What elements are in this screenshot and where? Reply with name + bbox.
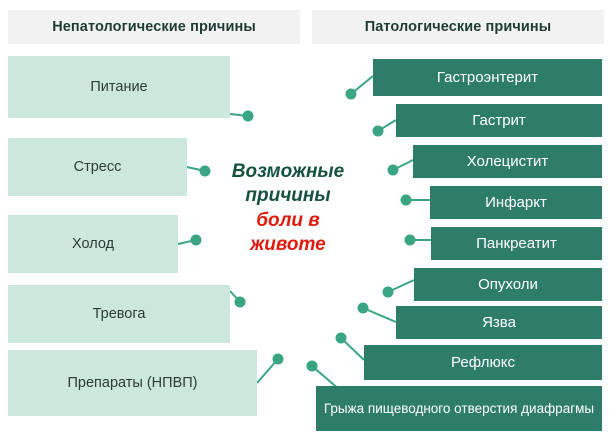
- pathological-box[interactable]: Гастрит: [396, 104, 602, 137]
- nonpathological-box[interactable]: Тревога: [8, 285, 230, 343]
- pathological-box[interactable]: Панкреатит: [431, 227, 602, 260]
- pathological-box[interactable]: Язва: [396, 306, 602, 339]
- connector-dot: [190, 234, 202, 246]
- connector-line: [229, 290, 241, 303]
- pathological-box-label: Холецистит: [466, 152, 549, 170]
- column-header-nonpathological: Непатологические причины: [8, 10, 300, 44]
- connector-line: [362, 307, 397, 323]
- connector-line: [177, 239, 197, 245]
- nonpathological-box-label: Питание: [90, 79, 148, 95]
- center-title-line1: Возможные: [231, 161, 345, 182]
- pathological-box-label: Рефлюкс: [451, 353, 515, 371]
- nonpathological-box-label: Тревога: [92, 306, 146, 322]
- connector-line: [229, 113, 249, 117]
- connector-dot: [382, 286, 394, 298]
- nonpathological-box[interactable]: Препараты (НПВП): [8, 350, 257, 416]
- connector-dot: [387, 164, 399, 176]
- center-title: Возможные причины боли в животе: [213, 160, 363, 257]
- nonpathological-box-label: Холод: [71, 236, 115, 252]
- connector-line: [392, 159, 414, 171]
- pathological-box[interactable]: Гастроэнтерит: [373, 59, 602, 96]
- nonpathological-box-label: Стресс: [73, 159, 122, 175]
- pathological-box[interactable]: Инфаркт: [430, 186, 602, 219]
- connector-dot: [306, 360, 318, 372]
- column-header-pathological: Патологические причины: [312, 10, 604, 44]
- nonpathological-box[interactable]: Стресс: [8, 138, 187, 196]
- pathological-box-label: Гастроэнтерит: [436, 68, 539, 86]
- connector-line: [350, 75, 374, 95]
- connector-line: [340, 337, 365, 361]
- connector-dot: [357, 302, 369, 314]
- center-title-line2: причины: [245, 185, 331, 207]
- nonpathological-box[interactable]: Питание: [8, 56, 230, 118]
- connector-dot: [234, 296, 246, 308]
- connector-line: [256, 358, 279, 384]
- connector-dot: [400, 194, 412, 206]
- connector-line: [387, 279, 415, 293]
- pathological-box-label: Гастрит: [472, 111, 526, 129]
- pathological-box-label: Панкреатит: [476, 234, 557, 252]
- center-title-line3: боли в: [256, 209, 320, 231]
- connector-dot: [372, 125, 384, 137]
- pathological-box-label: Инфаркт: [485, 193, 547, 211]
- pathological-box-label: Грыжа пищеводного отверстия диафрагмы: [323, 400, 595, 416]
- connector-dot: [199, 165, 211, 177]
- nonpathological-box[interactable]: Холод: [8, 215, 178, 273]
- nonpathological-box-label: Препараты (НПВП): [67, 375, 198, 391]
- pathological-box-label: Язва: [482, 313, 516, 331]
- connector-dot: [335, 332, 347, 344]
- pathological-box[interactable]: Холецистит: [413, 145, 602, 178]
- pathological-box[interactable]: Опухоли: [414, 268, 602, 301]
- connector-line: [186, 166, 206, 172]
- connector-dot: [272, 353, 284, 365]
- connector-dot: [345, 88, 357, 100]
- center-title-line4: животе: [250, 233, 326, 255]
- connector-dot: [404, 234, 416, 246]
- pathological-box-label: Опухоли: [478, 275, 538, 293]
- connector-line: [377, 119, 397, 132]
- connector-dot: [242, 110, 254, 122]
- pathological-box[interactable]: Грыжа пищеводного отверстия диафрагмы: [316, 386, 602, 431]
- pathological-box[interactable]: Рефлюкс: [364, 345, 602, 380]
